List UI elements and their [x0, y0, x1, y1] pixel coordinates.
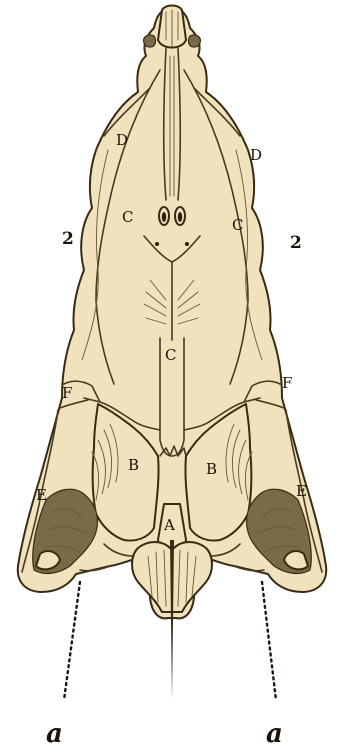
central-spine — [170, 540, 174, 700]
label-left-F: F — [62, 384, 72, 402]
label-right-2: 2 — [290, 233, 302, 253]
label-center-C: C — [165, 346, 176, 364]
left-foramen-hole — [162, 212, 166, 222]
label-right-D: D — [250, 146, 262, 164]
label-left-B: B — [128, 456, 139, 474]
left-small-pore — [155, 242, 159, 246]
label-left-a: a — [46, 719, 63, 749]
label-right-a: a — [266, 719, 283, 749]
right-foramen-hole — [178, 212, 182, 222]
right-small-pore — [185, 242, 189, 246]
label-left-2: 2 — [62, 229, 74, 249]
label-right-F: F — [282, 374, 292, 392]
right-snout-knob — [188, 35, 200, 47]
right-a-leader — [262, 582, 276, 700]
label-right-B: B — [206, 460, 217, 478]
label-left-C: C — [122, 208, 133, 226]
label-right-C: C — [232, 216, 243, 234]
label-left-D: D — [116, 131, 128, 149]
left-snout-knob — [144, 35, 156, 47]
left-a-leader — [64, 582, 80, 700]
label-center-A: A — [163, 516, 175, 534]
label-right-E: E — [296, 482, 307, 500]
label-left-E: E — [36, 486, 47, 504]
